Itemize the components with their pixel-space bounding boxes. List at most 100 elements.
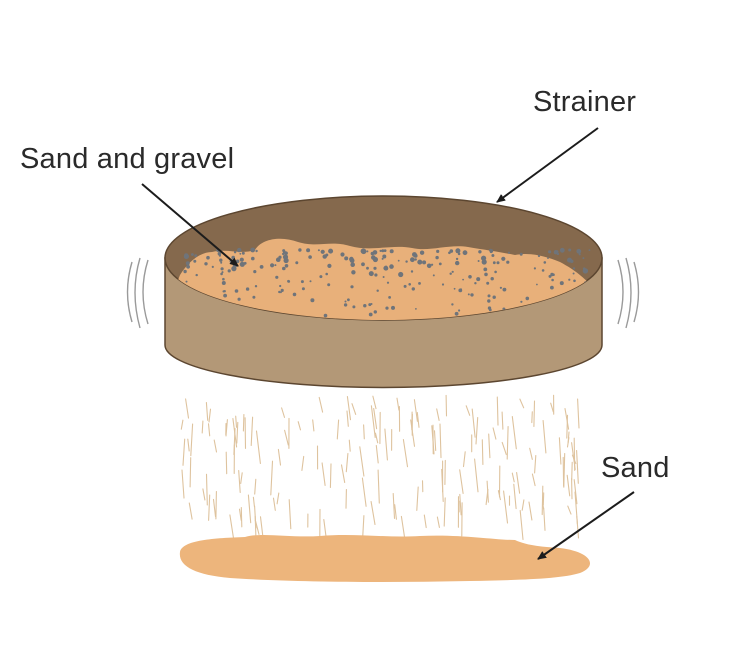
gravel-particle: [279, 284, 282, 288]
sand-streak: [297, 421, 302, 431]
strainer-icon: [164, 195, 603, 389]
sand-streak: [229, 514, 235, 542]
gravel-particle: [547, 257, 549, 259]
sand-streak: [351, 403, 357, 415]
gravel-particle: [525, 296, 530, 301]
gravel-particle: [368, 271, 374, 277]
sand-streak: [336, 419, 340, 440]
sand-streak: [533, 400, 536, 428]
sand-streak: [375, 444, 379, 464]
gravel-particle: [227, 269, 231, 273]
gravel-particle: [455, 248, 461, 254]
sand-streak: [529, 447, 533, 460]
gravel-particle: [553, 250, 559, 255]
sand-streak: [436, 516, 440, 528]
sand-streak: [531, 473, 536, 487]
gravel-particle: [405, 260, 408, 263]
sand-streak: [373, 407, 378, 430]
gravel-particle: [274, 264, 277, 267]
gravel-particle: [237, 247, 242, 253]
sand-streak: [240, 472, 243, 485]
gravel-particle: [490, 277, 494, 281]
sand-streak: [511, 415, 517, 450]
gravel-particle: [194, 254, 198, 258]
sand-streak: [516, 471, 521, 494]
sand-and-gravel-label: Sand and gravel: [20, 143, 235, 175]
gravel-particle: [383, 249, 387, 253]
gravel-particle: [410, 257, 415, 263]
sand-streak: [485, 489, 489, 506]
gravel-particle: [270, 263, 275, 268]
gravel-particle: [284, 251, 288, 255]
sand-streak: [370, 501, 376, 526]
gravel-particle: [453, 287, 456, 290]
sand-streak: [443, 497, 446, 527]
gravel-particle: [295, 261, 299, 265]
gravel-particle: [468, 275, 472, 279]
sand-streak: [488, 433, 491, 459]
gravel-particle: [219, 258, 223, 262]
sand-streak: [436, 408, 440, 421]
sand-streak: [272, 497, 276, 511]
sand-streak: [185, 398, 190, 419]
gravel-particle: [381, 249, 385, 253]
sand-streak: [377, 469, 380, 504]
gravel-particle: [414, 258, 417, 261]
gravel-particle: [300, 280, 304, 284]
gravel-particle: [211, 265, 214, 268]
gravel-particle: [349, 258, 355, 263]
falling-sand: [180, 394, 580, 545]
sand-streak: [276, 492, 280, 505]
gravel-particle: [389, 264, 394, 269]
sand-streak: [459, 493, 462, 516]
gravel-particle: [385, 306, 389, 310]
sand-streak: [566, 474, 571, 497]
gravel-particle: [328, 248, 334, 254]
gravel-particle: [386, 281, 390, 284]
gravel-particle: [241, 251, 245, 255]
sand-streak: [541, 485, 544, 516]
sand-streak: [564, 408, 570, 430]
sand-streak: [573, 479, 578, 505]
gravel-particle: [325, 272, 329, 276]
gravel-particle: [195, 273, 198, 277]
gravel-particle: [327, 263, 332, 268]
sand-streak: [238, 508, 242, 521]
sand-streak: [215, 490, 217, 520]
gravel-particle: [481, 259, 487, 265]
sand-streak: [363, 424, 365, 440]
sand-streak: [312, 419, 315, 432]
gravel-particle: [501, 256, 506, 261]
sand-streak: [542, 420, 547, 454]
gravel-particle: [352, 305, 356, 309]
gravel-particle: [234, 289, 239, 293]
sand-streak: [213, 439, 218, 453]
gravel-particle: [183, 253, 189, 259]
gravel-particle: [239, 261, 245, 267]
sand-streak: [208, 494, 211, 521]
gravel-particle: [317, 249, 320, 252]
gravel-particle: [325, 253, 329, 257]
gravel-particle: [572, 272, 575, 275]
gravel-particle: [431, 263, 434, 266]
gravel-particle: [476, 277, 481, 282]
sand-streak: [503, 490, 509, 524]
sand-streak: [566, 437, 570, 448]
gravel-particle: [533, 267, 537, 270]
gravel-particle: [559, 281, 564, 286]
gravel-particle: [492, 295, 496, 299]
gravel-particle: [327, 283, 331, 287]
gravel-particle: [284, 264, 289, 268]
sand-streak: [513, 483, 517, 510]
sand-label: Sand: [601, 452, 670, 484]
gravel-particle: [467, 293, 470, 296]
sand-streak: [501, 411, 504, 430]
sand-streak: [235, 415, 238, 428]
sand-streak: [281, 407, 286, 418]
gravel-particle: [253, 270, 257, 274]
gravel-particle: [458, 288, 463, 293]
gravel-particle: [470, 293, 474, 297]
gravel-particle: [373, 266, 377, 270]
gravel-particle: [382, 276, 385, 278]
